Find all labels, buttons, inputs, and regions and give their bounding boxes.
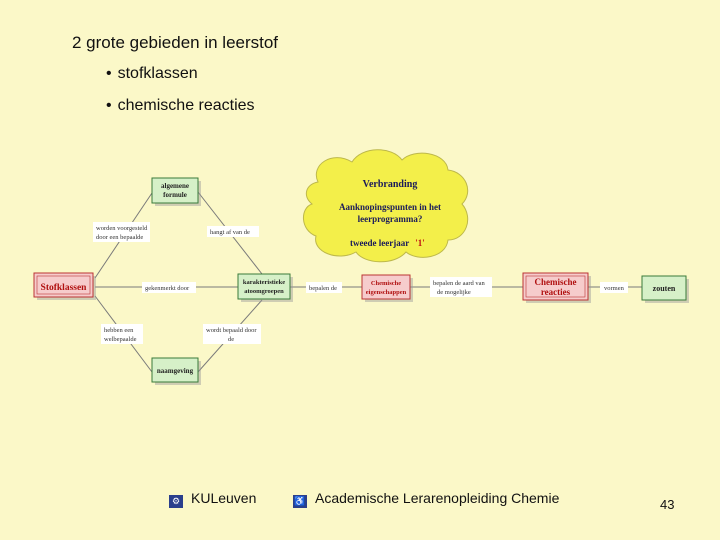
node-box xyxy=(237,273,291,300)
cloud-text-title: Verbranding xyxy=(363,179,418,190)
edge-label-bg xyxy=(600,282,628,293)
footer-kuleuven: ⚙ KULeuven xyxy=(169,490,256,508)
cloud-text-line: leerprogramma? xyxy=(358,214,423,224)
cloud-text-highlight: '1' xyxy=(415,238,425,248)
edge-label-line: hangt af van de xyxy=(210,229,250,236)
edge-label-vormen: vormen xyxy=(600,282,628,293)
node-label: zouten xyxy=(653,284,676,293)
edge-label-line: de xyxy=(228,336,234,343)
edge-label-wordt-bepaald: wordt bepaald door de xyxy=(203,324,261,344)
edge-label-bg xyxy=(93,222,150,242)
node-box xyxy=(641,275,687,301)
edge-label-bg xyxy=(101,324,143,344)
node-label: Chemische xyxy=(535,277,577,287)
kuleuven-logo-icon: ⚙ xyxy=(169,495,183,508)
edge-label-bg xyxy=(430,277,492,297)
edge-label-line: door een bepaalde xyxy=(96,234,143,241)
node-box xyxy=(522,272,589,301)
footer-left-text: KULeuven xyxy=(191,490,257,506)
edge-label-line: gekenmerkt door xyxy=(145,285,190,292)
cloud-text-line: Aanknopingspunten in het xyxy=(339,202,441,212)
footer-lerarenopleiding: ♿ Academische Lerarenopleiding Chemie xyxy=(293,490,559,508)
cloud-shape xyxy=(303,149,469,263)
accessibility-icon: ♿ xyxy=(293,495,307,508)
edge-label-hangt-af: hangt af van de xyxy=(207,226,259,237)
node-inner-border xyxy=(36,275,91,295)
node-label: Chemische xyxy=(371,280,401,287)
edge-label-worden-voorgesteld: worden voorgesteld door een bepaalde xyxy=(93,222,150,242)
edge-label-bg xyxy=(203,324,261,344)
cloud-text-line: tweede leerjaar '1' xyxy=(350,238,425,248)
bullet-text: chemische reacties xyxy=(117,97,255,114)
bullet-chemische-reacties: • chemische reacties xyxy=(106,97,255,115)
node-label: reacties xyxy=(541,287,571,297)
node-stofklassen: Stofklassen xyxy=(33,272,96,300)
node-label: atoomgroepen xyxy=(244,288,284,295)
edge-label-bepalen-aard: bepalen de aard van de mogelijke xyxy=(430,277,492,297)
bullet-text: stofklassen xyxy=(117,65,198,82)
bullet-dot: • xyxy=(106,65,112,82)
edge-label-line: hebben een xyxy=(104,327,134,334)
cloud-text-grade: tweede leerjaar xyxy=(350,238,409,248)
bullet-dot: • xyxy=(106,97,112,114)
cloud-verbranding: Verbranding Aanknopingspunten in het lee… xyxy=(303,149,469,263)
edge-label-gekenmerkt: gekenmerkt door xyxy=(142,282,196,293)
node-label: algemene xyxy=(161,182,189,190)
node-label: naamgeving xyxy=(157,367,194,375)
node-label: karakteristieke xyxy=(243,279,285,286)
node-algemene-formule: algemene formule xyxy=(151,177,201,206)
edge-label-bg xyxy=(306,282,342,293)
edge-label-hebben-een: hebben een welbepaalde xyxy=(101,324,143,344)
footer-right-text: Academische Lerarenopleiding Chemie xyxy=(315,490,560,506)
edge-label-line: bepalen de xyxy=(309,285,337,292)
page-number: 43 xyxy=(660,497,675,512)
edge-label-line: vormen xyxy=(604,285,625,292)
node-box xyxy=(151,177,199,204)
node-chemische-eigenschappen: Chemische eigenschappen xyxy=(361,274,413,302)
node-naamgeving: naamgeving xyxy=(151,357,201,385)
edge-label-line: bepalen de aard van xyxy=(433,280,486,287)
bullet-stofklassen: • stofklassen xyxy=(106,65,198,83)
edge-label-bepalen-de: bepalen de xyxy=(306,282,342,293)
edge-label-bg xyxy=(207,226,259,237)
node-label: Stofklassen xyxy=(41,283,88,293)
node-label: formule xyxy=(163,191,187,199)
edge-label-line: de mogelijke xyxy=(437,289,471,296)
node-chemische-reacties: Chemische reacties xyxy=(522,272,591,303)
edge-label-bg xyxy=(142,282,196,293)
node-box xyxy=(151,357,199,383)
edge-label-line: welbepaalde xyxy=(104,336,137,343)
edge-label-line: wordt bepaald door xyxy=(206,327,257,334)
node-box xyxy=(33,272,94,298)
node-box xyxy=(361,274,411,300)
concept-map: worden voorgesteld door een bepaalde han… xyxy=(33,149,689,385)
edge-label-line: worden voorgesteld xyxy=(96,225,148,232)
slide-title: 2 grote gebieden in leerstof xyxy=(72,33,279,52)
node-karakteristieke-atoomgroepen: karakteristieke atoomgroepen xyxy=(237,273,293,302)
node-label: eigenschappen xyxy=(366,289,407,296)
node-zouten: zouten xyxy=(641,275,689,303)
node-inner-border xyxy=(525,275,586,298)
